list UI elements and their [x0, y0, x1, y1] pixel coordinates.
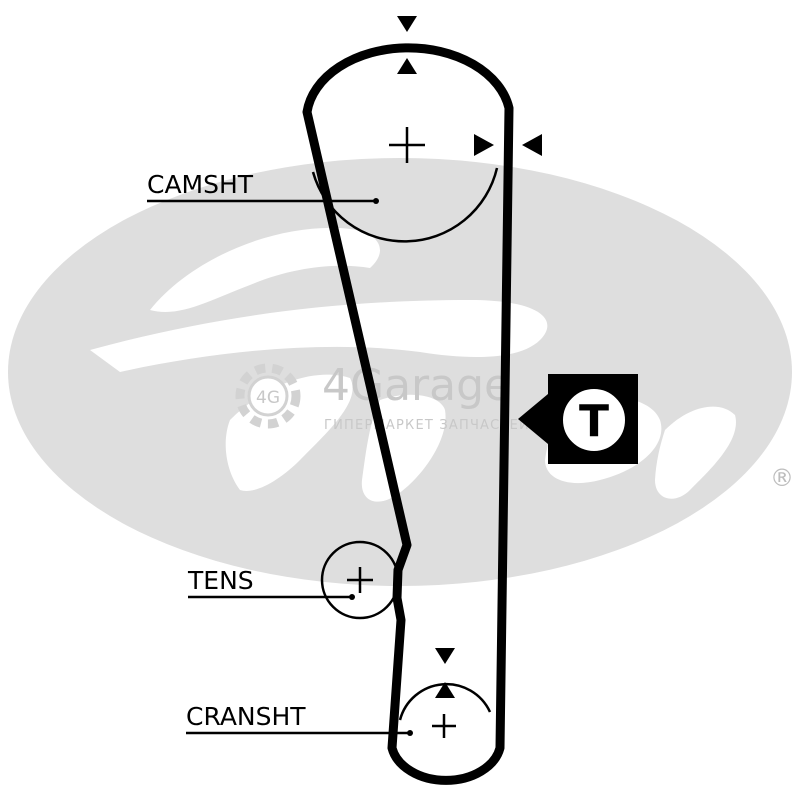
- camshaft-label: CAMSHT: [147, 170, 254, 199]
- camshaft-sprocket: [311, 127, 499, 243]
- cam-side-arrow-right: [474, 134, 494, 156]
- timing-belt: [302, 43, 514, 785]
- tensioner-label: TENS: [187, 566, 254, 595]
- cam-side-arrow-left: [522, 134, 542, 156]
- registered-mark: ®: [770, 464, 794, 492]
- timing-marks: [397, 16, 542, 698]
- watermark-tagline: ГИПЕРМАРКЕТ ЗАПЧАСТЕЙ: [324, 417, 530, 433]
- tensioner-pulley: [320, 540, 400, 620]
- crankshaft-label: CRANSHT: [186, 702, 306, 731]
- tension-marker-label: T: [579, 396, 609, 447]
- cam-top-arrow-down: [397, 16, 417, 32]
- crank-arrow-up: [435, 682, 455, 698]
- crankshaft-sprocket: [398, 682, 492, 738]
- tension-marker: T: [518, 374, 638, 464]
- watermark-brand: 4Garage: [322, 360, 511, 411]
- crank-arrow-down: [435, 648, 455, 664]
- watermark-badge: 4G: [256, 388, 280, 408]
- gear-icon: 4G: [235, 363, 301, 429]
- cam-top-arrow-up: [397, 58, 417, 74]
- labels: CAMSHT TENS CRANSHT: [147, 170, 413, 736]
